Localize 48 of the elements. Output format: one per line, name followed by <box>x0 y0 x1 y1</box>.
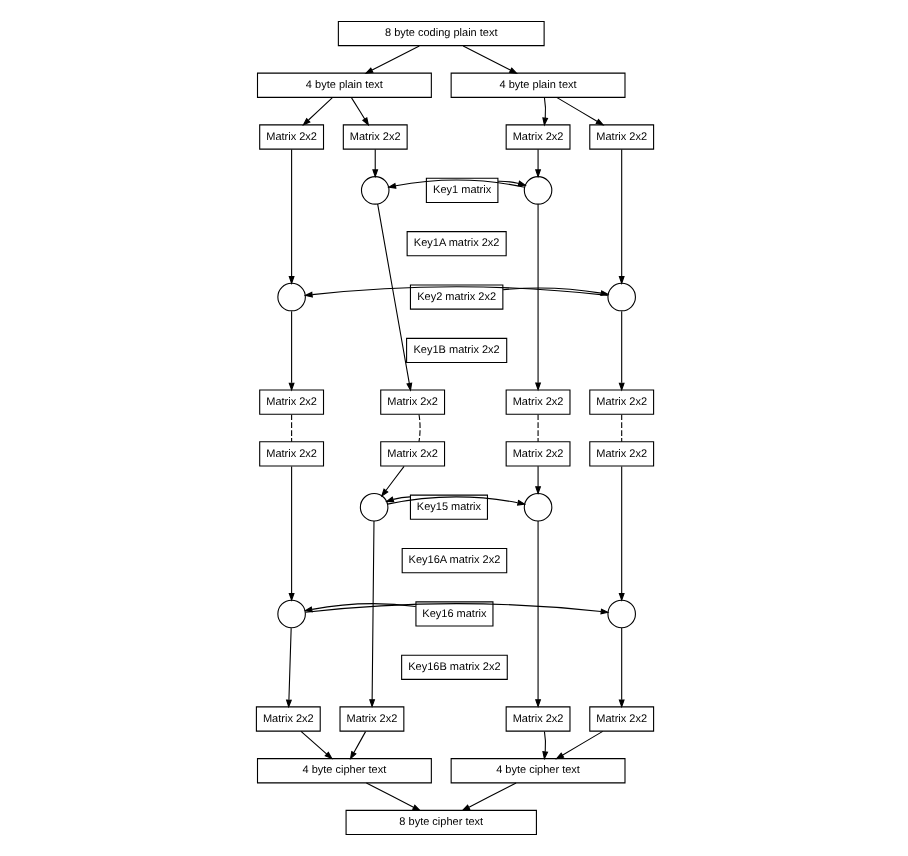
node-circle <box>358 492 388 522</box>
node-circle <box>276 282 305 312</box>
arrow <box>376 203 412 392</box>
arrow <box>617 465 624 602</box>
arrow <box>368 520 375 709</box>
connector <box>620 414 622 443</box>
arrow <box>460 782 516 812</box>
arrow <box>617 149 624 285</box>
arrow <box>363 45 419 74</box>
arrow <box>541 731 548 761</box>
arrow <box>379 465 404 498</box>
arrow <box>348 731 366 760</box>
arrow <box>302 603 416 613</box>
arrow <box>555 97 604 126</box>
arrow <box>386 179 525 189</box>
connector <box>290 414 292 443</box>
arrow <box>287 149 294 285</box>
arrow <box>534 148 541 179</box>
arrow <box>303 603 609 615</box>
arrow <box>617 310 624 392</box>
arrow <box>384 496 410 503</box>
arrow <box>541 97 548 127</box>
arrow <box>287 465 294 602</box>
connector <box>536 414 538 443</box>
arrow <box>554 730 603 760</box>
arrow <box>302 286 608 298</box>
node-circle <box>276 599 305 629</box>
arrow <box>299 730 332 760</box>
arrow <box>534 203 541 392</box>
node-circle <box>522 176 552 205</box>
connector <box>417 414 420 443</box>
arrow <box>617 627 624 709</box>
arrow <box>501 287 609 297</box>
node-circle <box>359 176 389 205</box>
arrow <box>301 97 332 126</box>
arrow <box>534 465 541 496</box>
node-circle <box>606 282 635 312</box>
arrow <box>350 97 369 127</box>
node-circle <box>522 492 552 522</box>
arrow <box>496 180 526 187</box>
arrow <box>461 45 517 74</box>
arrow <box>386 496 526 506</box>
arrow <box>364 782 421 812</box>
arrow <box>371 148 378 179</box>
arrow <box>284 627 291 709</box>
node-circle <box>606 599 635 629</box>
arrow <box>287 310 294 392</box>
arrow <box>534 520 541 709</box>
